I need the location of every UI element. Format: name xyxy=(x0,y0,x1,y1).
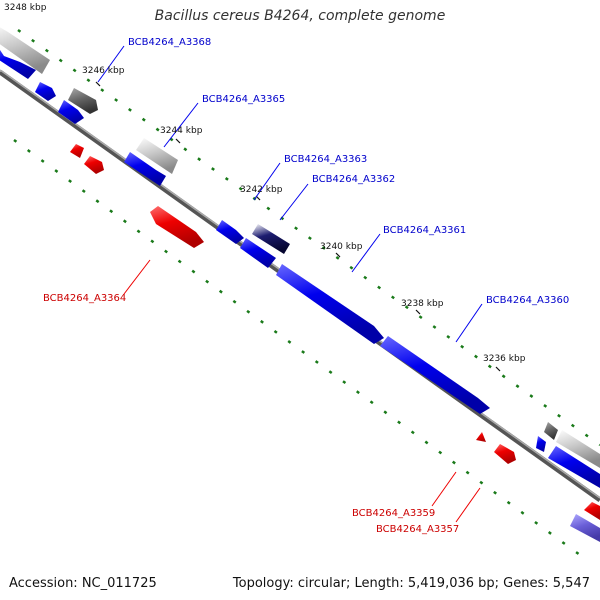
gene-label-a3368[interactable]: BCB4264_A3368 xyxy=(128,37,211,48)
callout-line xyxy=(455,303,483,343)
reverse-strand-genes xyxy=(70,144,600,520)
gene-feature[interactable] xyxy=(556,430,600,468)
gene-label-a3362[interactable]: BCB4264_A3362 xyxy=(312,174,395,185)
callout-line xyxy=(279,183,309,221)
outer-tick-row xyxy=(17,28,600,447)
gene-forward[interactable] xyxy=(240,238,276,268)
tick-label: 3242 kbp xyxy=(240,185,283,195)
tick-label: 3238 kbp xyxy=(401,299,444,309)
gene-forward[interactable] xyxy=(35,82,56,101)
gene-feature[interactable] xyxy=(68,88,98,114)
gene-feature[interactable] xyxy=(570,514,600,542)
gene-feature[interactable] xyxy=(136,138,178,174)
major-tick-marks xyxy=(95,81,501,372)
accession-text: Accession: NC_011725 xyxy=(9,576,157,591)
callout-line xyxy=(253,162,281,201)
tick-label: 3246 kbp xyxy=(82,66,125,76)
gene-forward[interactable] xyxy=(548,446,600,488)
gene-forward[interactable] xyxy=(216,220,244,244)
forward-strand-genes xyxy=(0,44,600,488)
callout-line xyxy=(163,102,199,148)
gene-label-a3360[interactable]: BCB4264_A3360 xyxy=(486,295,569,306)
gene-label-a3359[interactable]: BCB4264_A3359 xyxy=(352,508,435,519)
callout-line xyxy=(123,259,151,295)
major-tick xyxy=(415,309,421,315)
major-tick xyxy=(495,366,501,372)
gene-label-a3357[interactable]: BCB4264_A3357 xyxy=(376,524,459,535)
callout-line xyxy=(431,471,457,507)
gene-label-a3365[interactable]: BCB4264_A3365 xyxy=(202,94,285,105)
callout-lines xyxy=(97,45,483,523)
gene-label-a3364[interactable]: BCB4264_A3364 xyxy=(43,293,126,304)
gene-reverse[interactable] xyxy=(476,432,486,442)
major-tick xyxy=(95,81,101,87)
gene-forward[interactable] xyxy=(58,100,84,124)
gene-feature[interactable] xyxy=(252,224,290,254)
gene-forward[interactable] xyxy=(380,336,490,414)
major-tick xyxy=(335,252,341,258)
tick-label: 3240 kbp xyxy=(320,242,363,252)
inner-tick-row xyxy=(13,138,581,557)
tick-label: 3244 kbp xyxy=(160,126,203,136)
gene-forward[interactable] xyxy=(276,264,384,344)
tick-marks xyxy=(13,28,600,557)
gene-forward[interactable] xyxy=(0,44,36,79)
tick-label: 3248 kbp xyxy=(4,3,47,13)
gene-reverse[interactable] xyxy=(584,502,600,520)
callout-line xyxy=(97,45,125,83)
gene-label-a3363[interactable]: BCB4264_A3363 xyxy=(284,154,367,165)
callout-line xyxy=(455,487,481,523)
gene-forward[interactable] xyxy=(124,152,166,186)
other-features xyxy=(0,24,600,542)
major-tick xyxy=(175,138,181,144)
tick-label: 3236 kbp xyxy=(483,354,526,364)
gene-label-a3361[interactable]: BCB4264_A3361 xyxy=(383,225,466,236)
map-title: Bacillus cereus B4264, complete genome xyxy=(154,8,446,24)
gene-reverse[interactable] xyxy=(84,156,104,174)
gene-reverse[interactable] xyxy=(70,144,84,158)
genome-summary-text: Topology: circular; Length: 5,419,036 bp… xyxy=(232,576,590,591)
gene-reverse[interactable] xyxy=(494,444,516,464)
gene-reverse[interactable] xyxy=(150,206,204,248)
gene-feature[interactable] xyxy=(0,24,50,74)
callout-line xyxy=(351,233,381,273)
gene-forward[interactable] xyxy=(536,436,546,452)
gene-feature[interactable] xyxy=(544,422,558,440)
